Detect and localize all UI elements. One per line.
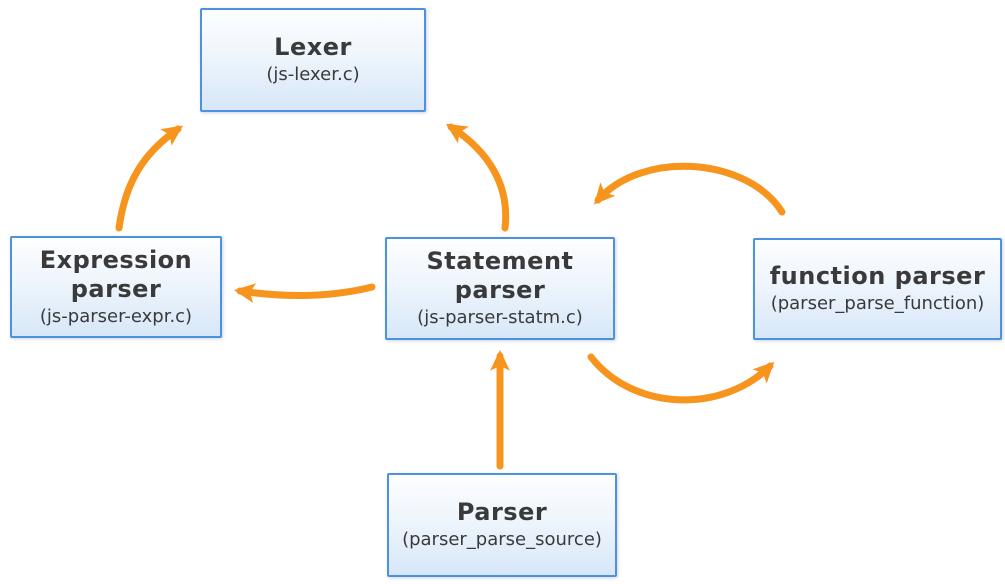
node-expression-parser-subtitle: (js-parser-expr.c): [39, 305, 193, 327]
node-statement-parser-subtitle: (js-parser-statm.c): [417, 307, 583, 329]
node-function-parser-subtitle: (parser_parse_function): [770, 293, 985, 315]
arrow-function-parser-to-statement-parser: [593, 162, 786, 216]
arrow-statement-parser-to-expression-parser: [233, 283, 376, 304]
arrow-statement-parser-to-function-parser: [587, 353, 775, 404]
node-function-parser: function parser (parser_parse_function): [753, 238, 1002, 340]
arrow-statement-parser-to-lexer: [445, 123, 510, 232]
node-expression-parser-title: Expression parser: [39, 245, 193, 303]
node-expression-parser: Expression parser (js-parser-expr.c): [10, 236, 222, 338]
node-parser: Parser (parser_parse_source): [387, 473, 617, 577]
node-lexer-subtitle: (js-lexer.c): [266, 64, 360, 86]
node-parser-subtitle: (parser_parse_source): [402, 529, 602, 551]
node-lexer-title: Lexer: [274, 33, 352, 62]
node-parser-title: Parser: [456, 498, 548, 527]
node-function-parser-title: function parser: [769, 262, 986, 291]
node-lexer: Lexer (js-lexer.c): [200, 8, 426, 112]
arrow-expression-parser-to-lexer: [115, 125, 183, 232]
node-statement-parser: Statement parser (js-parser-statm.c): [385, 237, 615, 340]
node-statement-parser-title: Statement parser: [426, 247, 574, 305]
